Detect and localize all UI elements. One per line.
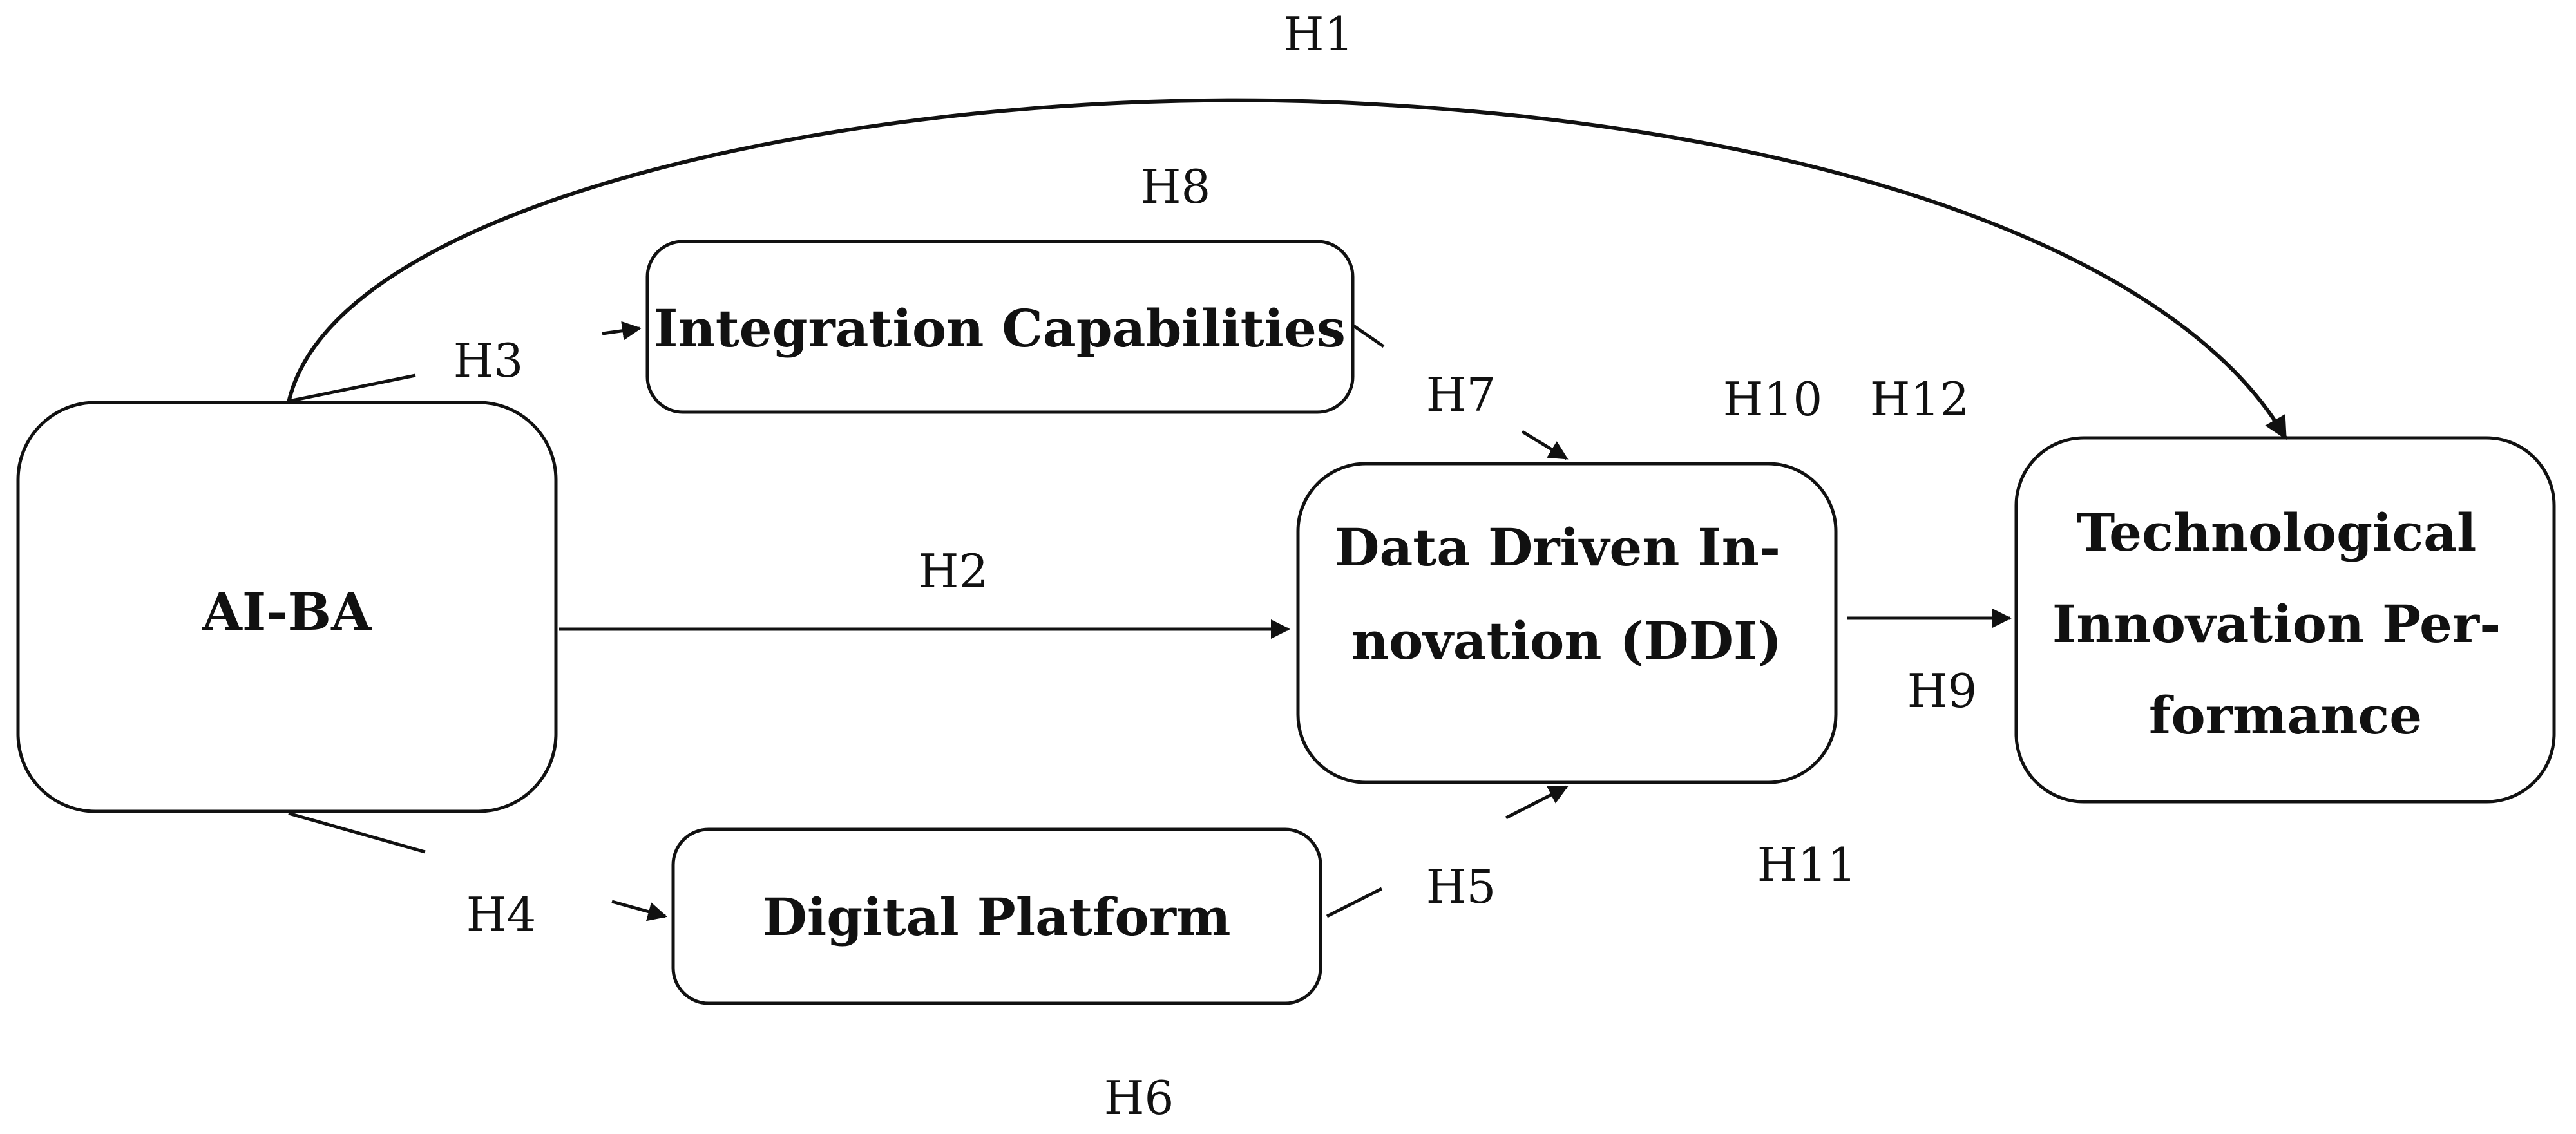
edge-h5-arrowhead: [1505, 785, 1569, 820]
node-ddi-box: [1296, 462, 1838, 784]
node-digital-platform: Digital Platform: [671, 827, 1322, 1005]
edge-h5-segment: [1326, 887, 1383, 918]
node-aiba-label: AI-BA: [202, 581, 372, 642]
edge-h4-segment: [288, 811, 426, 854]
label-h7: H7: [1426, 368, 1496, 422]
node-ddi-label: Data Driven In- novation (DDI): [1335, 517, 1798, 671]
node-technological-innovation-performance: Technological Innovation Per- formance: [2014, 436, 2556, 804]
node-aiba-box: [16, 401, 558, 813]
node-aiba: AI-BA: [16, 401, 558, 813]
label-h6: H6: [1104, 1071, 1174, 1125]
edge-h1-curve: [287, 98, 2287, 440]
edge-h4-arrowhead: [611, 900, 667, 921]
label-h9: H9: [1907, 664, 1978, 718]
edge-h7-arrowhead: [1521, 430, 1569, 460]
edge-h7-segment: [1351, 323, 1385, 348]
node-data-driven-innovation: Data Driven In- novation (DDI): [1296, 462, 1838, 784]
label-h4: H4: [466, 887, 537, 941]
label-h2: H2: [919, 544, 989, 598]
node-digital-label: Digital Platform: [762, 887, 1230, 947]
label-h1: H1: [1284, 7, 1354, 61]
label-h11: H11: [1757, 838, 1856, 892]
node-digital-box: [671, 827, 1322, 1005]
node-integration-capabilities: Integration Capabilities: [645, 240, 1355, 414]
label-h3: H3: [453, 334, 524, 388]
edge-h3-arrowhead: [602, 321, 642, 341]
node-integration-label: Integration Capabilities: [654, 298, 1346, 359]
edge-h3-segment: [288, 373, 416, 403]
node-tip-label: Technological Innovation Per- formance: [2052, 502, 2519, 746]
label-h12: H12: [1870, 372, 1969, 426]
label-h10: H10: [1723, 372, 1822, 426]
label-h5: H5: [1426, 860, 1496, 914]
label-h8: H8: [1141, 160, 1211, 214]
